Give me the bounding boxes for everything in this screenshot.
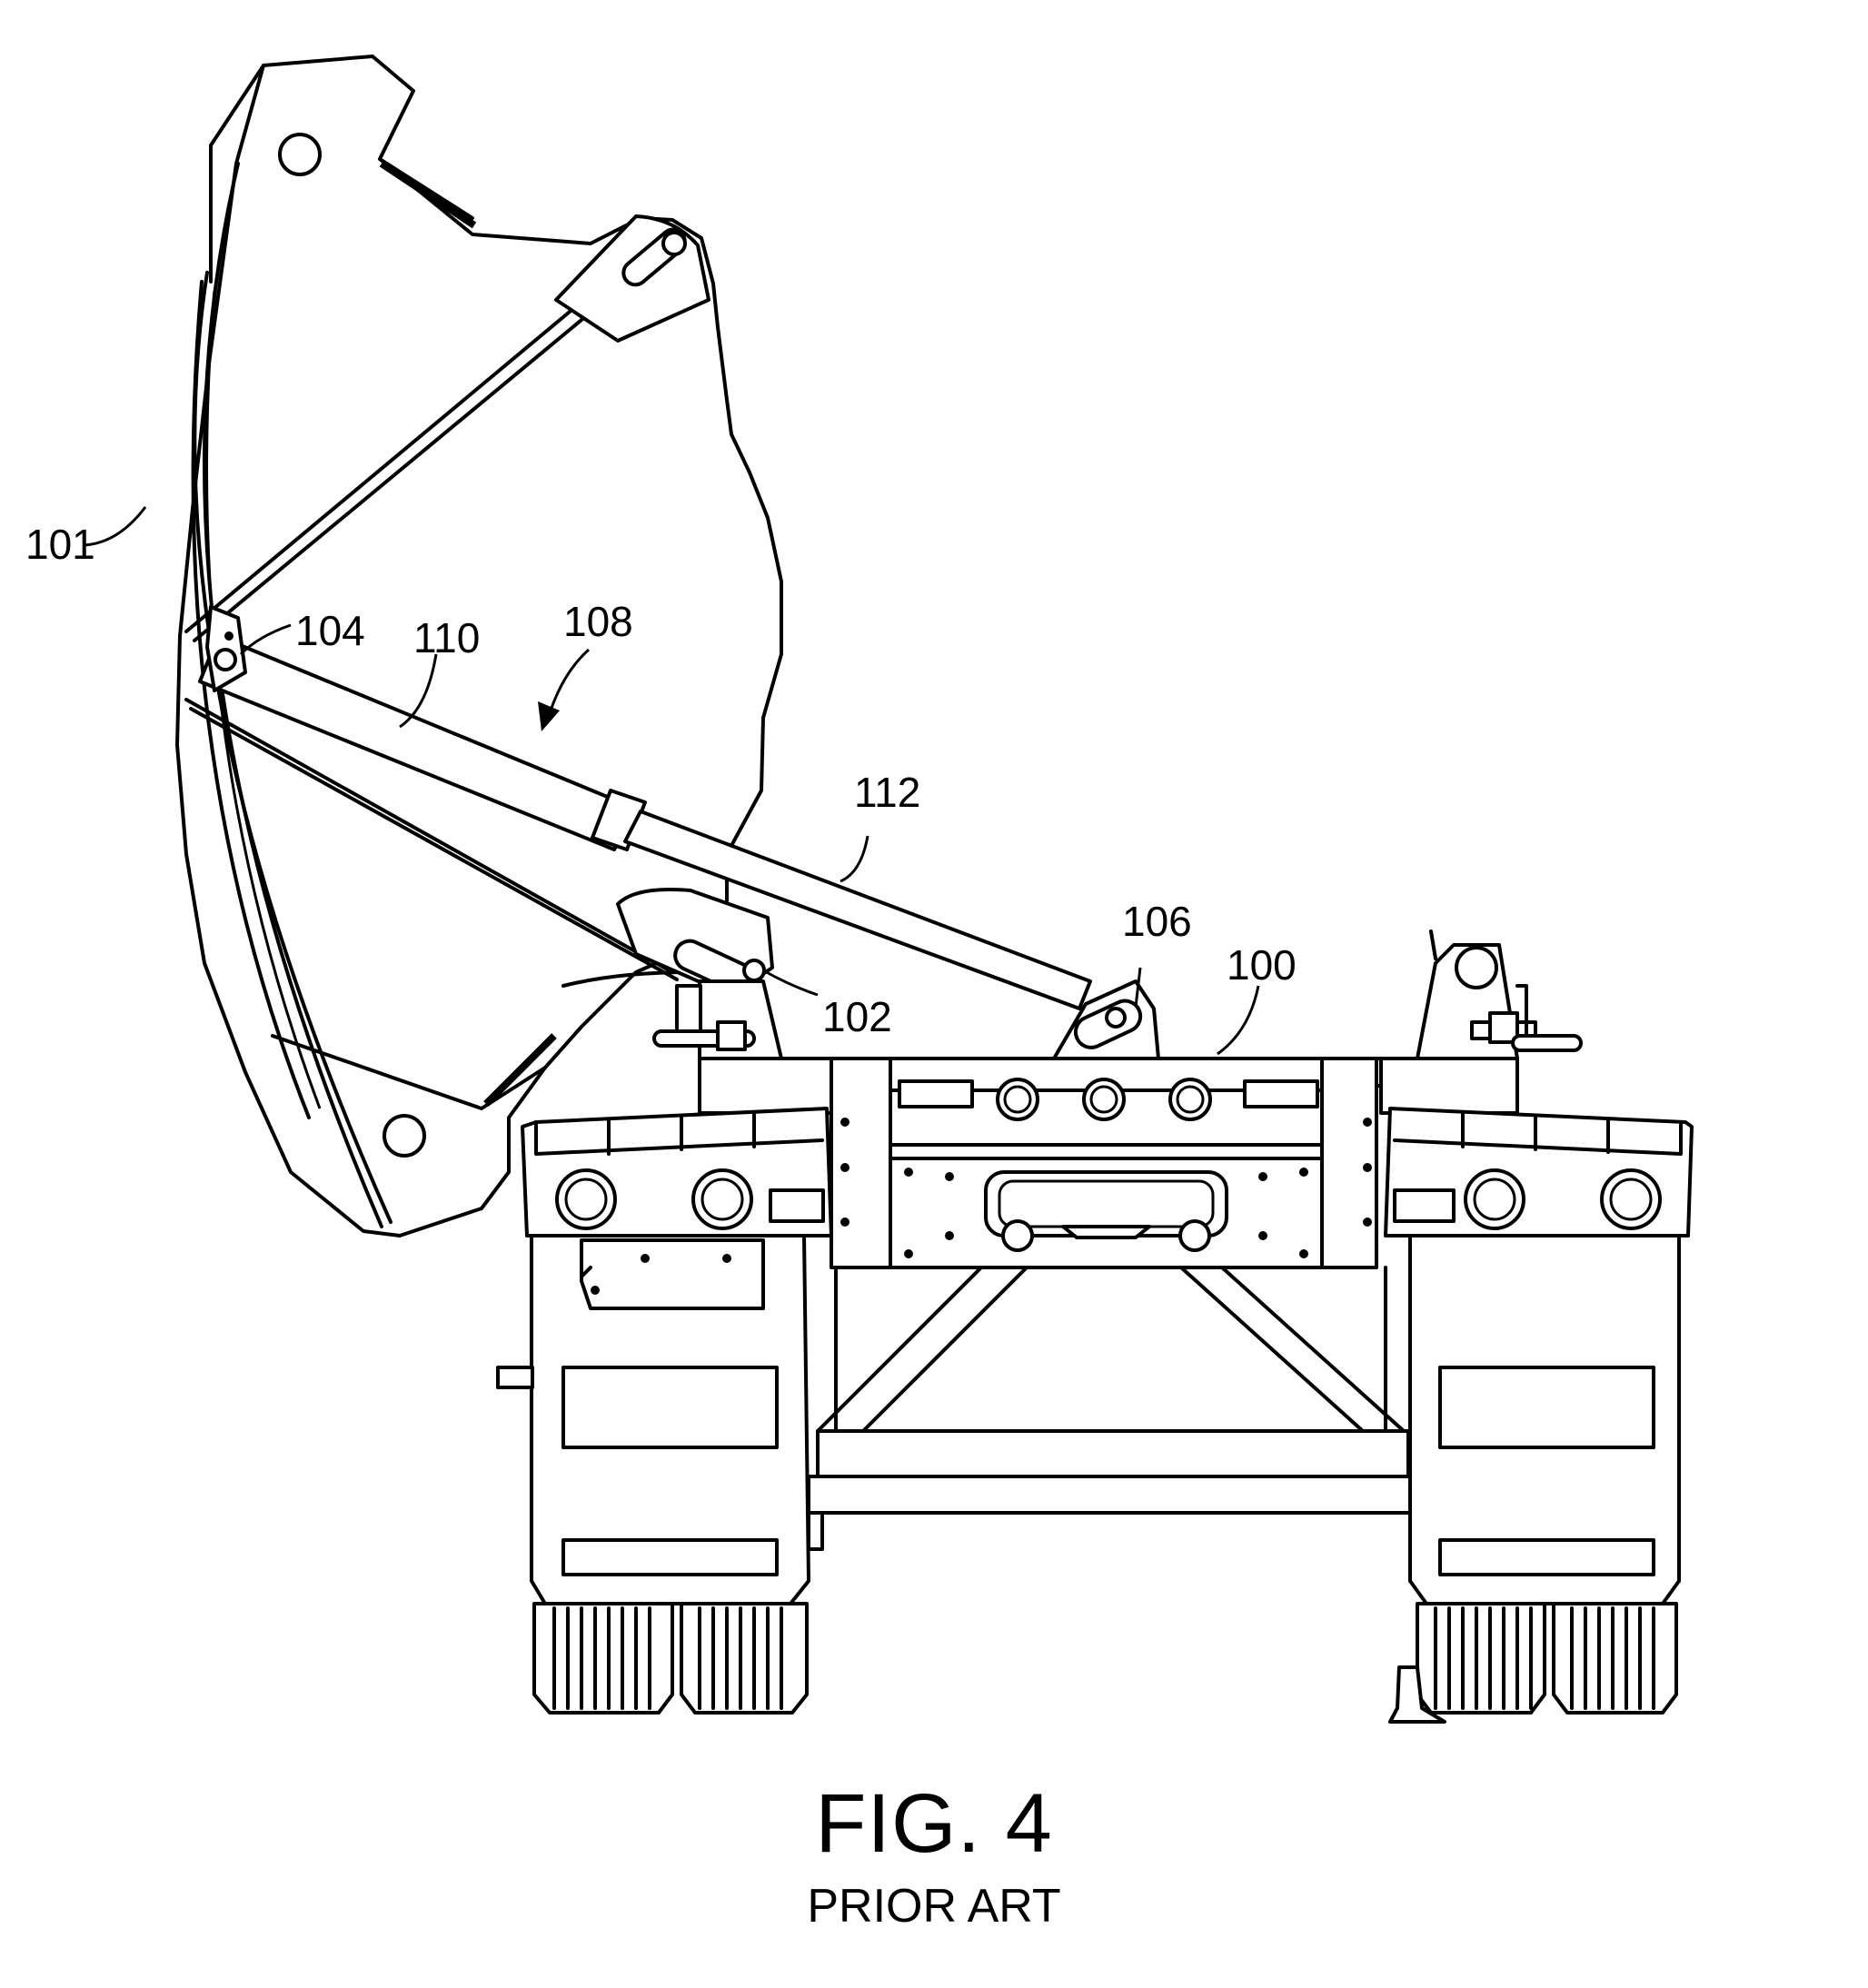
lower-bracket bbox=[271, 1034, 547, 1110]
left-tires bbox=[532, 1602, 809, 1715]
ref-101: 101 bbox=[25, 521, 95, 568]
ref-104: 104 bbox=[295, 607, 365, 654]
right-axle-assembly bbox=[807, 1107, 1694, 1724]
lower-rib-stroke bbox=[483, 1033, 557, 1107]
right-post bbox=[1379, 929, 1583, 1115]
gate-inner-curve bbox=[191, 280, 311, 1119]
upper-bracket bbox=[209, 64, 265, 283]
cylinder-rod bbox=[623, 810, 1092, 1010]
landing-gear-foot bbox=[1388, 1665, 1446, 1724]
left-post bbox=[652, 979, 833, 1115]
upper-brace-rod-2 bbox=[193, 262, 651, 642]
ref-102: 102 bbox=[822, 993, 892, 1040]
cylinder-barrel bbox=[198, 634, 638, 851]
gate-inner-curve-2 bbox=[205, 290, 322, 1109]
port-3 bbox=[1168, 1078, 1212, 1121]
port-1 bbox=[996, 1078, 1039, 1121]
cross-braces bbox=[807, 1266, 1419, 1515]
ref-100: 100 bbox=[1227, 941, 1297, 989]
upper-clevis bbox=[554, 214, 710, 343]
lower-brace-rod bbox=[184, 698, 674, 974]
upper-brace-rod bbox=[184, 251, 642, 633]
leader-lines bbox=[83, 506, 1260, 1056]
upper-rib-stroke bbox=[379, 160, 477, 229]
figure-subtitle: PRIOR ART bbox=[807, 1880, 1061, 1933]
ref-112: 112 bbox=[854, 769, 920, 816]
reference-numerals: 101 104 110 108 112 106 100 102 bbox=[25, 521, 1297, 1040]
right-tires bbox=[1416, 1602, 1678, 1715]
ref-106: 106 bbox=[1122, 898, 1192, 945]
port-2 bbox=[1082, 1078, 1126, 1121]
figure-title: FIG. 4 bbox=[815, 1777, 1053, 1870]
head-pin bbox=[214, 648, 237, 671]
brace-rods bbox=[184, 214, 774, 999]
lower-clevis bbox=[616, 888, 774, 999]
lower-brace-rod-2 bbox=[189, 707, 679, 981]
ref-110: 110 bbox=[413, 614, 480, 661]
hydraulic-cylinder bbox=[198, 605, 1160, 1060]
left-axle-assembly bbox=[496, 1107, 833, 1715]
upper-pivot bbox=[278, 133, 322, 176]
lower-pivot bbox=[383, 1114, 426, 1158]
ref-108: 108 bbox=[563, 598, 633, 645]
arrow-108 bbox=[538, 648, 590, 731]
